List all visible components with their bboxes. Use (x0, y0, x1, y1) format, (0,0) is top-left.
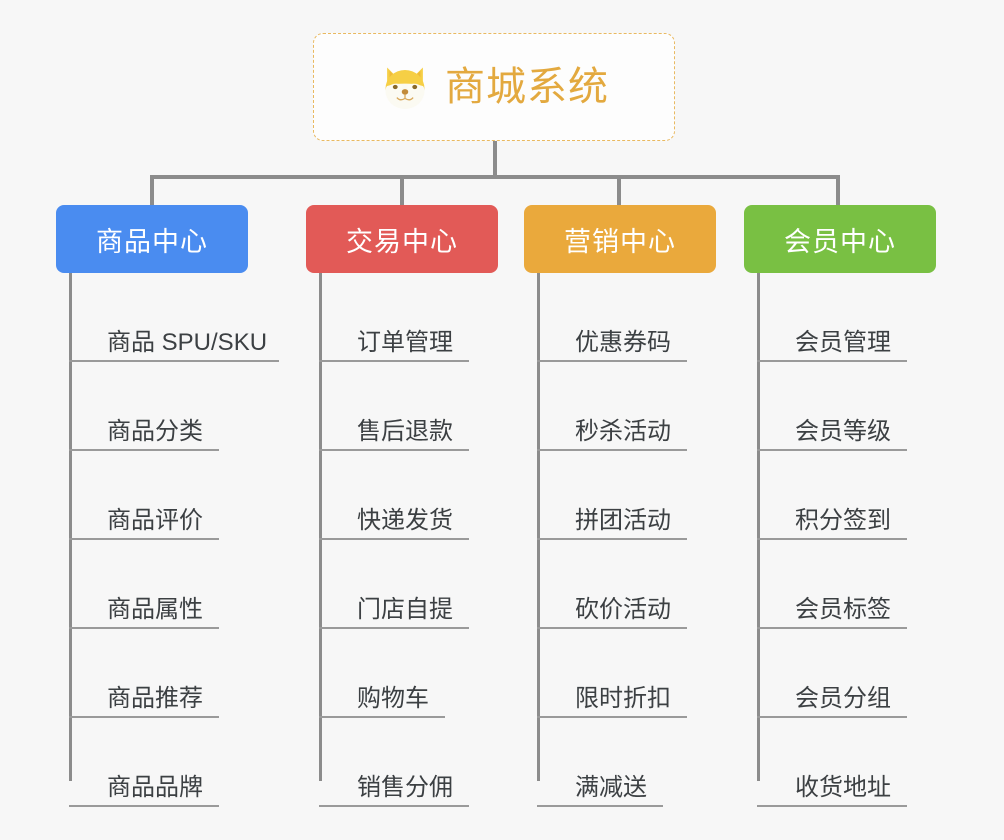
branch-header-product[interactable]: 商品中心 (56, 205, 248, 273)
list-item-label: 门店自提 (357, 595, 453, 623)
list-item[interactable]: 限时折扣 (537, 629, 716, 718)
list-item-label: 会员等级 (795, 417, 891, 445)
branch-header-label: 营销中心 (564, 226, 676, 257)
list-item-label: 会员分组 (795, 684, 891, 712)
list-item[interactable]: 快递发货 (319, 451, 498, 540)
connector-stem (493, 141, 497, 177)
list-item[interactable]: 商品 SPU/SKU (69, 273, 279, 362)
list-item[interactable]: 订单管理 (319, 273, 498, 362)
list-item-label: 满减送 (575, 773, 647, 801)
branch-items-product: 商品 SPU/SKU 商品分类 商品评价 商品属性 商品推荐 商品品牌 (69, 273, 279, 807)
list-item[interactable]: 商品评价 (69, 451, 248, 540)
branch-header-trade[interactable]: 交易中心 (306, 205, 498, 273)
list-item-label: 商品推荐 (107, 684, 203, 712)
list-item[interactable]: 收货地址 (757, 718, 936, 807)
list-item-label: 快递发货 (357, 506, 453, 534)
list-item-label: 优惠券码 (575, 328, 671, 356)
branch-column-product: 商品中心 商品 SPU/SKU 商品分类 商品评价 商品属性 商品推荐 (56, 205, 279, 807)
root-title: 商城系统 (445, 65, 609, 109)
list-item[interactable]: 会员管理 (757, 273, 936, 362)
branch-header-marketing[interactable]: 营销中心 (524, 205, 716, 273)
list-item-label: 会员标签 (795, 595, 891, 623)
list-item[interactable]: 商品分类 (69, 362, 248, 451)
list-item[interactable]: 门店自提 (319, 540, 498, 629)
list-item[interactable]: 积分签到 (757, 451, 936, 540)
branch-header-label: 会员中心 (784, 226, 896, 257)
list-item-label: 购物车 (357, 684, 429, 712)
shiba-dog-face-icon (379, 61, 431, 113)
branch-header-label: 商品中心 (96, 226, 208, 257)
branch-columns: 商品中心 商品 SPU/SKU 商品分类 商品评价 商品属性 商品推荐 (0, 205, 1004, 840)
branch-items-member: 会员管理 会员等级 积分签到 会员标签 会员分组 收货地址 (757, 273, 936, 807)
list-item[interactable]: 商品品牌 (69, 718, 248, 807)
list-item[interactable]: 会员等级 (757, 362, 936, 451)
list-item-label: 积分签到 (795, 506, 891, 534)
list-item[interactable]: 商品属性 (69, 540, 248, 629)
branch-items-trade: 订单管理 售后退款 快递发货 门店自提 购物车 销售分佣 (319, 273, 498, 807)
list-item[interactable]: 会员标签 (757, 540, 936, 629)
list-item-label: 限时折扣 (575, 684, 671, 712)
root-node[interactable]: 商城系统 (313, 33, 675, 141)
connector-drop-3 (617, 175, 621, 205)
list-item-label: 订单管理 (357, 328, 453, 356)
list-item[interactable]: 会员分组 (757, 629, 936, 718)
branch-header-label: 交易中心 (346, 226, 458, 257)
list-item-label: 商品品牌 (107, 773, 203, 801)
list-item-label: 商品分类 (107, 417, 203, 445)
list-item[interactable]: 满减送 (537, 718, 716, 807)
connector-drop-1 (150, 175, 154, 205)
list-item-label: 会员管理 (795, 328, 891, 356)
list-item[interactable]: 秒杀活动 (537, 362, 716, 451)
list-item[interactable]: 商品推荐 (69, 629, 248, 718)
list-item-label: 秒杀活动 (575, 417, 671, 445)
connector-drop-4 (836, 175, 840, 205)
connector-drop-2 (400, 175, 404, 205)
list-item[interactable]: 销售分佣 (319, 718, 498, 807)
branch-column-trade: 交易中心 订单管理 售后退款 快递发货 门店自提 购物车 (306, 205, 498, 807)
list-item-label: 商品评价 (107, 506, 203, 534)
list-item-label: 售后退款 (357, 417, 453, 445)
list-item[interactable]: 优惠券码 (537, 273, 716, 362)
branch-items-marketing: 优惠券码 秒杀活动 拼团活动 砍价活动 限时折扣 满减送 (537, 273, 716, 807)
branch-header-member[interactable]: 会员中心 (744, 205, 936, 273)
list-item-label: 销售分佣 (357, 773, 453, 801)
list-item[interactable]: 购物车 (319, 629, 498, 718)
branch-column-member: 会员中心 会员管理 会员等级 积分签到 会员标签 会员分组 (744, 205, 936, 807)
list-item-label: 商品属性 (107, 595, 203, 623)
branch-column-marketing: 营销中心 优惠券码 秒杀活动 拼团活动 砍价活动 限时折扣 (524, 205, 716, 807)
list-item[interactable]: 拼团活动 (537, 451, 716, 540)
list-item[interactable]: 砍价活动 (537, 540, 716, 629)
list-item[interactable]: 售后退款 (319, 362, 498, 451)
list-item-label: 收货地址 (795, 773, 891, 801)
list-item-label: 拼团活动 (575, 506, 671, 534)
connector-bar (150, 175, 840, 179)
list-item-label: 商品 SPU/SKU (107, 328, 268, 356)
list-item-label: 砍价活动 (575, 595, 671, 623)
